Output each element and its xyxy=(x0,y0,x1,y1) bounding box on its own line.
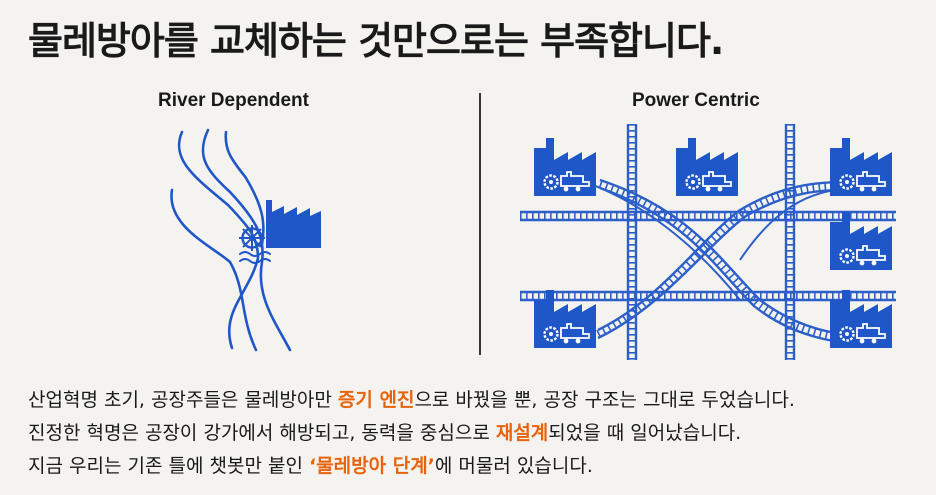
highlight-redesign: 재설계 xyxy=(495,422,549,444)
left-panel-title: River Dependent xyxy=(158,90,309,111)
river-line-3 xyxy=(224,130,265,246)
caption-text: 산업혁명 초기, 공장주들은 물레방아만 증기 엔진으로 바꿨을 뿐, 공장 구… xyxy=(28,384,795,483)
caption-line-1: 산업혁명 초기, 공장주들은 물레방아만 증기 엔진으로 바꿨을 뿐, 공장 구… xyxy=(28,389,795,411)
page-title: 물레방아를 교체하는 것만으로는 부족합니다. xyxy=(28,19,724,63)
right-panel-title: Power Centric xyxy=(632,90,760,111)
river-diagram xyxy=(170,128,292,352)
waterwheel-icon xyxy=(239,225,265,251)
factory-icon xyxy=(674,136,740,198)
highlight-waterwheel-stage: ‘물레방아 단계’ xyxy=(308,455,435,477)
caption-line-3: 지금 우리는 기존 틀에 챗봇만 붙인 ‘물레방아 단계’에 머물러 있습니다. xyxy=(28,455,593,477)
panel-divider xyxy=(479,93,481,355)
caption-line-2: 진정한 혁명은 공장이 강가에서 해방되고, 동력을 중심으로 재설계되었을 때… xyxy=(28,422,742,444)
highlight-steam-engine: 증기 엔진 xyxy=(337,389,415,411)
factory-icon xyxy=(532,136,598,198)
factory-icon xyxy=(828,136,894,198)
water-wave-1 xyxy=(239,251,271,257)
water-wave-2 xyxy=(239,258,271,264)
riverside-factory-icon xyxy=(266,200,321,248)
river-line-4 xyxy=(170,188,258,352)
